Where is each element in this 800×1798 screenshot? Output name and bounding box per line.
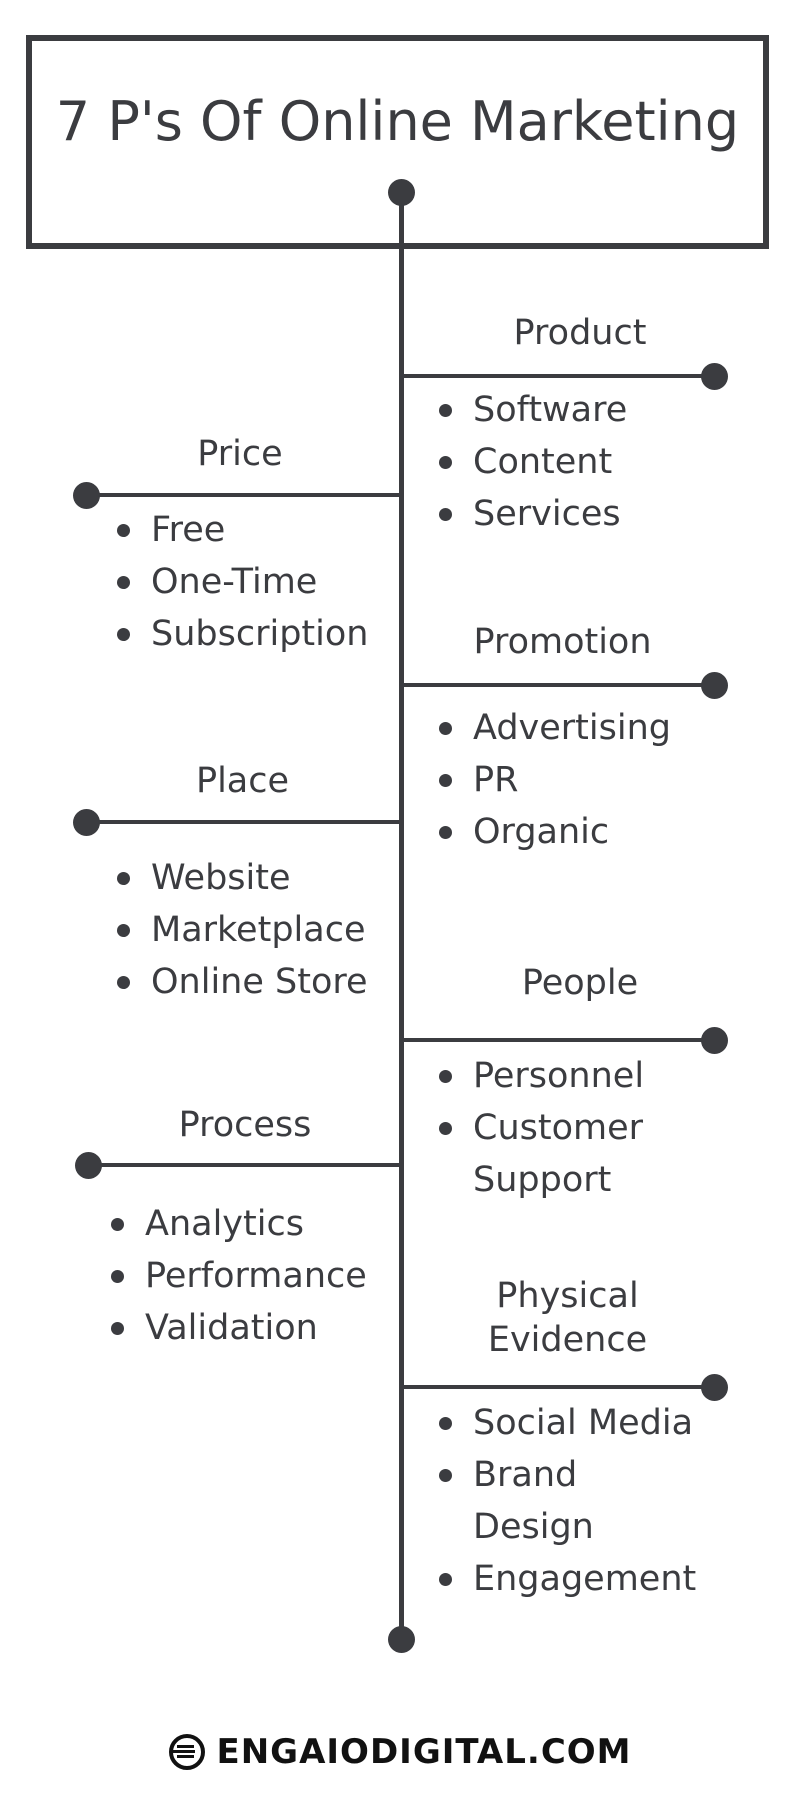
list-item: Personnel (439, 1050, 644, 1102)
bullet-icon (439, 1573, 452, 1586)
section-heading-product: Product (513, 313, 647, 353)
bullet-icon (439, 1469, 452, 1482)
spine-bottom-dot (388, 1626, 415, 1653)
bullet-icon (117, 976, 130, 989)
connector-promotion (404, 683, 714, 687)
section-heading-process: Process (178, 1105, 312, 1145)
section-heading-price: Price (197, 434, 283, 474)
list-item: Engagement (439, 1553, 696, 1605)
bullet-icon (439, 456, 452, 469)
list-item: Performance (111, 1250, 367, 1302)
spine-top-dot (388, 179, 415, 206)
list-item: Customer (439, 1102, 644, 1154)
bullet-icon (439, 508, 452, 521)
page-title: 7 P's Of Online Marketing (55, 90, 740, 153)
list-item: Design (473, 1507, 594, 1547)
bullet-icon (117, 924, 130, 937)
bullet-icon (439, 404, 452, 417)
connector-place (86, 820, 400, 824)
list-item: Analytics (111, 1198, 367, 1250)
bullet-list-product: Software Content Services (439, 384, 627, 540)
bullet-list-physical-evidence: Social Media Brand Design Engagement (439, 1397, 696, 1605)
section-heading-physical-evidence: Physical Evidence (450, 1275, 685, 1363)
bullet-icon (111, 1322, 124, 1335)
connector-physical-evidence (404, 1385, 714, 1389)
section-heading-promotion: Promotion (473, 622, 652, 662)
list-item: PR (439, 754, 671, 806)
connector-end-dot-people (701, 1027, 728, 1054)
section-heading-people: People (521, 963, 639, 1003)
list-item: Software (439, 384, 627, 436)
bullet-icon (111, 1218, 124, 1231)
engaio-logo-icon (168, 1733, 206, 1771)
list-item: Marketplace (117, 904, 368, 956)
list-item: Content (439, 436, 627, 488)
list-item: One-Time (117, 556, 368, 608)
bullet-icon (439, 1122, 452, 1135)
list-item: Validation (111, 1302, 367, 1354)
bullet-icon (439, 826, 452, 839)
section-heading-place: Place (195, 761, 290, 801)
list-item: Support (473, 1160, 612, 1200)
list-item: Social Media (439, 1397, 696, 1449)
connector-end-dot-place (73, 809, 100, 836)
bullet-list-people: Personnel Customer Support (439, 1050, 644, 1206)
connector-people (404, 1038, 714, 1042)
list-item: Free (117, 504, 368, 556)
bullet-icon (439, 1417, 452, 1430)
title-box (26, 35, 769, 249)
bullet-icon (117, 524, 130, 537)
bullet-icon (439, 774, 452, 787)
footer-brand[interactable]: ENGAIODIGITAL.COM (216, 1732, 632, 1772)
bullet-list-process: Analytics Performance Validation (111, 1198, 367, 1354)
bullet-icon (439, 1070, 452, 1083)
connector-product (404, 374, 714, 378)
connector-process (88, 1163, 400, 1167)
bullet-list-place: Website Marketplace Online Store (117, 852, 368, 1008)
connector-end-dot-process (75, 1152, 102, 1179)
list-item: Advertising (439, 702, 671, 754)
footer: ENGAIODIGITAL.COM (0, 1722, 800, 1782)
heading-line: Evidence (487, 1319, 648, 1360)
bullet-icon (117, 576, 130, 589)
bullet-icon (117, 628, 130, 641)
connector-end-dot-product (701, 363, 728, 390)
heading-line: Physical (496, 1276, 639, 1316)
bullet-list-promotion: Advertising PR Organic (439, 702, 671, 858)
bullet-list-price: Free One-Time Subscription (117, 504, 368, 660)
list-item: Online Store (117, 956, 368, 1008)
timeline-spine (399, 192, 404, 1640)
connector-end-dot-price (73, 482, 100, 509)
bullet-icon (117, 872, 130, 885)
bullet-icon (439, 722, 452, 735)
bullet-icon (111, 1270, 124, 1283)
list-item: Organic (439, 806, 671, 858)
connector-price (86, 493, 400, 497)
connector-end-dot-promotion (701, 672, 728, 699)
list-item: Subscription (117, 608, 368, 660)
list-item: Brand (439, 1449, 696, 1501)
list-item: Services (439, 488, 627, 540)
connector-end-dot-physical-evidence (701, 1374, 728, 1401)
list-item: Website (117, 852, 368, 904)
